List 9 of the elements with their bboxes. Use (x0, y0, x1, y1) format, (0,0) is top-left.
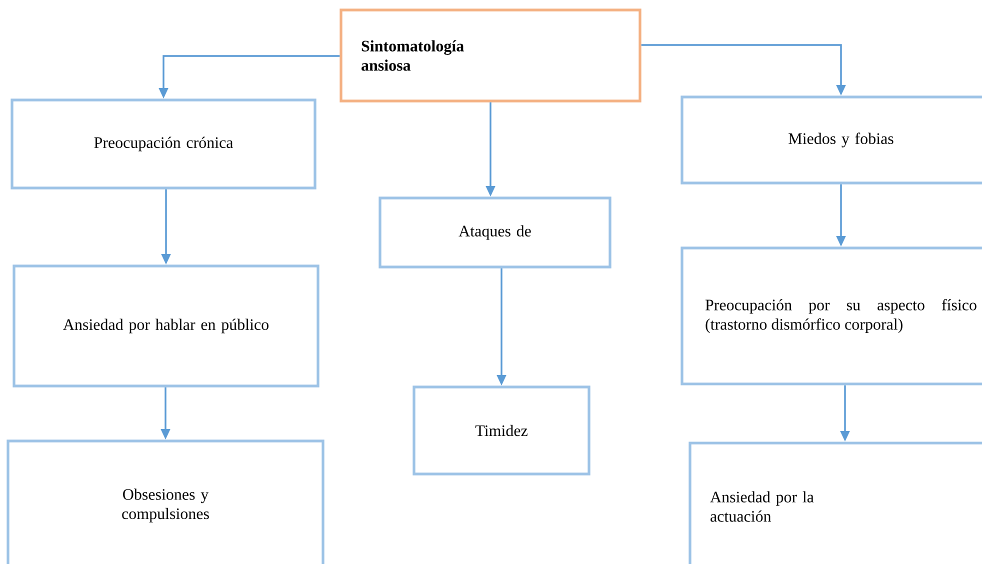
text-box: Timidez (412, 386, 590, 476)
text-box: Miedos y fobias (680, 96, 982, 184)
text-box: Ansiedad por la actuación (688, 442, 982, 564)
title-box: Sintomatología ansiosa (340, 8, 642, 102)
text-box: Obsesiones y compulsiones (6, 440, 324, 564)
text-box: Preocupación por su aspecto físico (trastorno dismórfico corporal) (680, 246, 982, 386)
text-box: Ataques de (378, 196, 612, 268)
text-box: Preocupación crónica (10, 98, 316, 190)
text-box: Ansiedad por hablar en público (12, 264, 320, 388)
